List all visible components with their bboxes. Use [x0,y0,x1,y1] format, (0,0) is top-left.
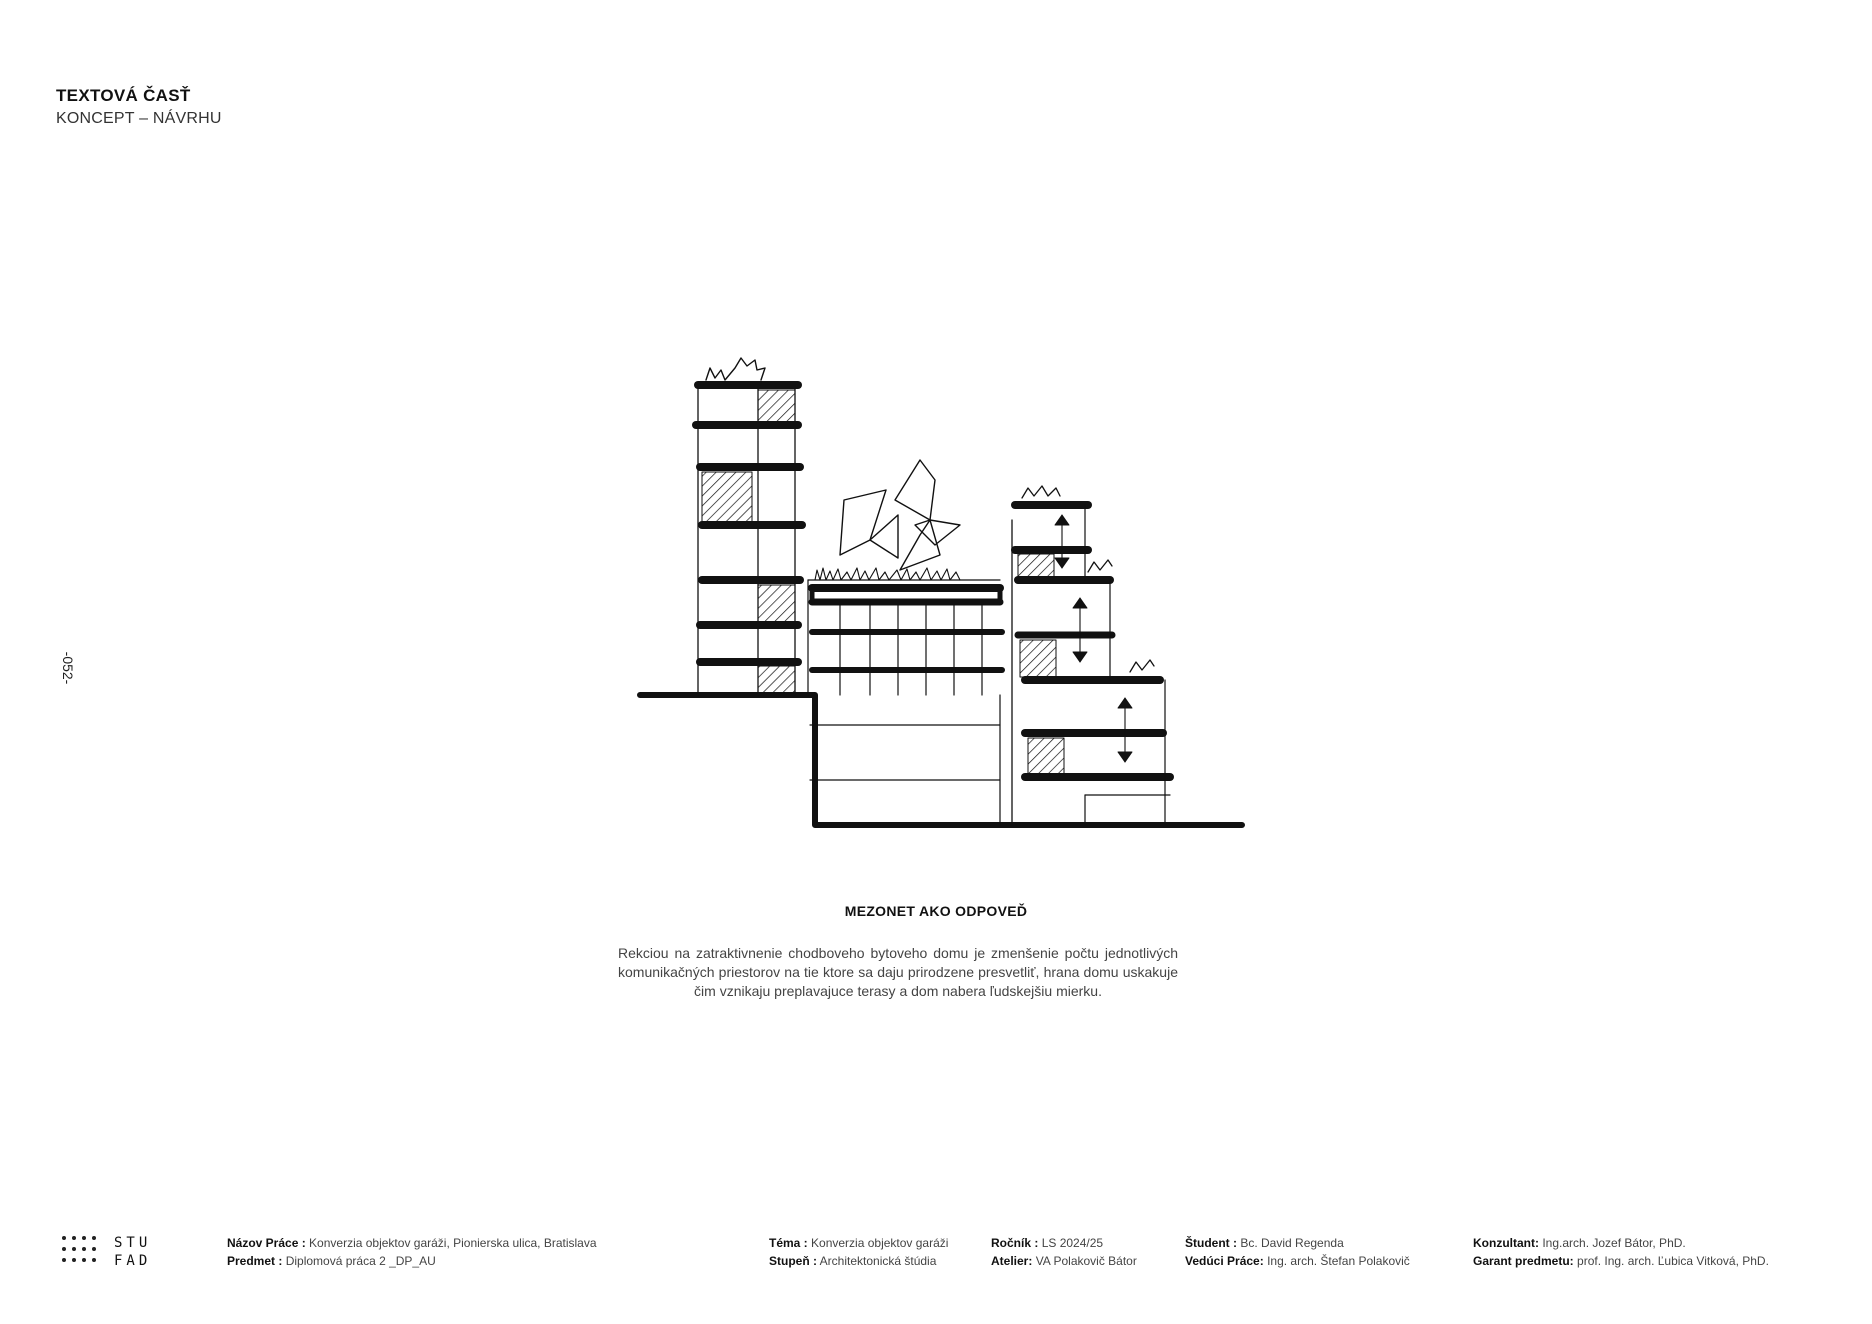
logo-dots-icon [62,1234,106,1272]
caption-text: Rekciou na zatraktivnenie chodboveho byt… [618,945,1178,999]
footer-predmet-value: Diplomová práca 2 _DP_AU [285,1254,436,1268]
footer-stupen-value: Architektonická štúdia [819,1254,937,1268]
footer-stupen-label: Stupeň : [769,1254,817,1268]
caption-title: MEZONET AKO ODPOVEĎ [844,903,1028,919]
footer-atelier: Atelier: VA Polakovič Bátor [991,1254,1137,1269]
footer-konzultant-label: Konzultant: [1473,1236,1539,1250]
footer-student: Študent : Bc. David Regenda [1185,1236,1344,1251]
ground-line [637,692,1245,828]
footer-garant-label: Garant predmetu: [1473,1254,1574,1268]
left-tower [692,357,806,696]
footer-veduci-label: Vedúci Práce: [1185,1254,1264,1268]
footer-garant-value: prof. Ing. arch. Ľubica Vitková, PhD. [1577,1254,1769,1268]
footer-tema: Téma : Konverzia objektov garáži [769,1236,948,1251]
footer-tema-label: Téma : [769,1236,808,1250]
footer-rocnik-value: LS 2024/25 [1041,1236,1104,1250]
logo-line-2: FAD [114,1253,152,1269]
section-sketch-drawing [637,357,1245,828]
footer-konzultant: Konzultant: Ing.arch. Jozef Bátor, PhD. [1473,1236,1686,1251]
footer-atelier-value: VA Polakovič Bátor [1035,1254,1137,1268]
footer-student-label: Študent : [1185,1236,1237,1250]
footer-garant: Garant predmetu: prof. Ing. arch. Ľubica… [1473,1254,1769,1269]
section-subtitle: KONCEPT – NÁVRHU [56,110,222,127]
footer-predmet-label: Predmet : [227,1254,283,1268]
stu-fad-logo: STU FAD [62,1234,162,1272]
footer-nazov: Názov Práce : Konverzia objektov garáži,… [227,1236,597,1251]
footer-predmet: Predmet : Diplomová práca 2 _DP_AU [227,1254,436,1269]
section-title: TEXTOVÁ ČASŤ [56,86,191,105]
footer-student-value: Bc. David Regenda [1240,1236,1344,1250]
right-stepped-building [1011,485,1174,826]
footer-konzultant-value: Ing.arch. Jozef Bátor, PhD. [1542,1236,1686,1250]
middle-building [807,459,1005,826]
footer-stupen: Stupeň : Architektonická štúdia [769,1254,936,1269]
footer-rocnik: Ročník : LS 2024/25 [991,1236,1103,1251]
footer-rocnik-label: Ročník : [991,1236,1039,1250]
logo-text: STU FAD [114,1234,151,1270]
footer-veduci: Vedúci Práce: Ing. arch. Štefan Polakovi… [1185,1254,1410,1269]
logo-line-1: STU [114,1235,152,1251]
page-number: -052- [60,651,76,685]
footer-atelier-label: Atelier: [991,1254,1033,1268]
footer-nazov-label: Názov Práce : [227,1236,306,1250]
footer-nazov-value: Konverzia objektov garáži, Pionierska ul… [309,1236,597,1250]
footer-tema-value: Konverzia objektov garáži [811,1236,949,1250]
footer-veduci-value: Ing. arch. Štefan Polakovič [1267,1254,1410,1268]
